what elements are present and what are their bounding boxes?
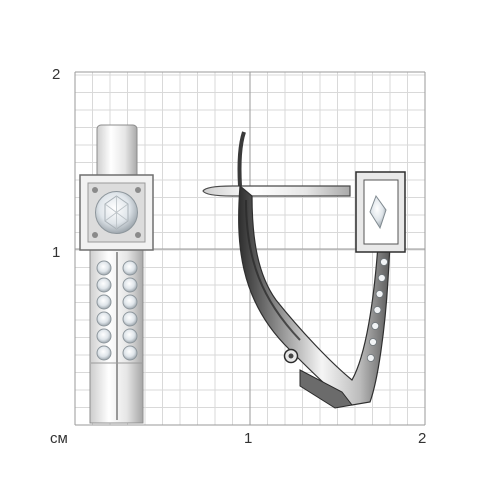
side-small-stone bbox=[380, 258, 388, 266]
small-stone bbox=[122, 260, 138, 276]
round-diamond-icon bbox=[95, 191, 138, 234]
small-stone-pave-icon bbox=[96, 260, 138, 361]
earring-side-view bbox=[202, 131, 406, 409]
x-scale-label-1: 1 bbox=[244, 430, 253, 447]
x-scale-label-2: 2 bbox=[418, 430, 427, 447]
front-prongs bbox=[92, 187, 141, 238]
small-stone bbox=[122, 345, 138, 361]
small-stone bbox=[122, 294, 138, 310]
side-small-stone bbox=[366, 354, 375, 362]
side-small-stone bbox=[369, 338, 377, 346]
side-small-stone bbox=[375, 290, 384, 298]
side-latch bbox=[299, 369, 353, 409]
side-small-stone bbox=[371, 322, 380, 330]
small-stone bbox=[96, 260, 112, 276]
small-stone bbox=[122, 277, 138, 293]
side-hook-pin bbox=[202, 185, 351, 197]
side-wire-top bbox=[237, 131, 246, 187]
side-diamond-icon bbox=[369, 194, 387, 230]
small-stone bbox=[96, 277, 112, 293]
side-small-stone bbox=[373, 306, 382, 314]
side-curved-body bbox=[238, 184, 391, 406]
small-stone bbox=[96, 294, 112, 310]
small-stone bbox=[96, 328, 112, 344]
small-stone bbox=[122, 328, 138, 344]
small-stone bbox=[96, 345, 112, 361]
y-scale-label-2: 2 bbox=[52, 66, 61, 83]
earring-front-view bbox=[79, 124, 154, 424]
x-scale-unit-label: см bbox=[50, 430, 68, 447]
side-small-stone bbox=[377, 274, 386, 282]
small-stone bbox=[96, 311, 112, 327]
y-scale-label-1: 1 bbox=[52, 244, 61, 261]
side-stone-row-icon bbox=[366, 258, 388, 362]
small-stone bbox=[122, 311, 138, 327]
